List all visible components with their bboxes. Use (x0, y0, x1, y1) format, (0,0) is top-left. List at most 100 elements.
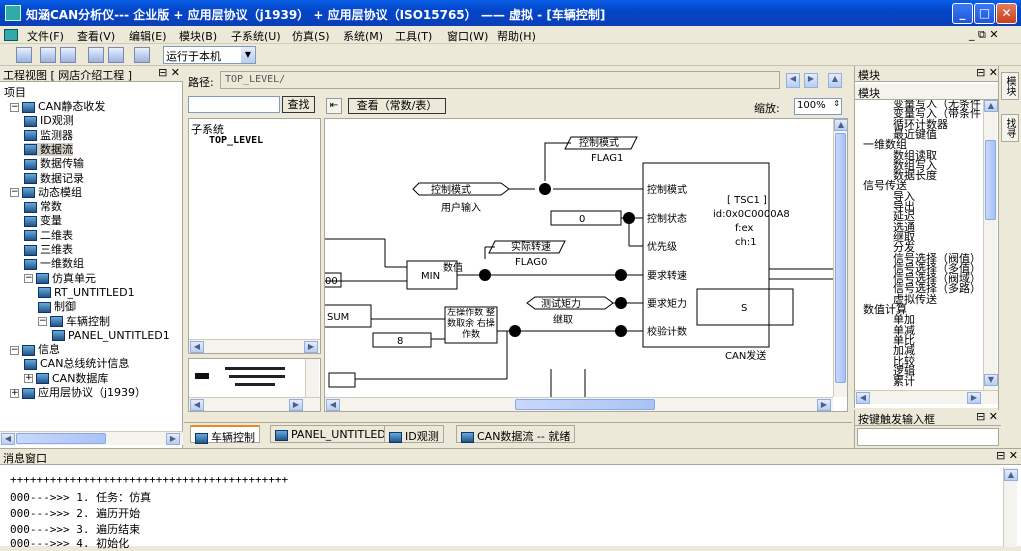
module-category[interactable]: 信号传送 (863, 179, 907, 193)
module-item[interactable]: 延迟 (893, 210, 915, 224)
expand-icon[interactable]: + (24, 373, 33, 384)
stop-icon[interactable] (108, 47, 124, 63)
menu-file[interactable]: 文件(F) (27, 30, 64, 43)
canvas-hscroll[interactable]: ◀ ▶ (325, 397, 833, 411)
scroll-up-icon[interactable]: ▲ (834, 119, 847, 131)
subsystem-hscroll[interactable]: ◀ ▶ (189, 339, 320, 353)
scroll-left-icon[interactable]: ◀ (190, 399, 204, 411)
path-field[interactable]: TOP_LEVEL/ (220, 71, 780, 89)
menu-view[interactable]: 查看(V) (77, 30, 116, 43)
tree-item[interactable]: −车辆控制 (38, 315, 110, 328)
tree-item[interactable]: 监测器 (24, 129, 73, 142)
scrollbar-thumb[interactable] (16, 433, 106, 444)
module-category[interactable]: 数值计算 (863, 303, 907, 316)
menu-simulation[interactable]: 仿真(S) (292, 30, 330, 43)
tab-panel-untitled1[interactable]: PANEL_UNTITLED1 (270, 425, 398, 443)
collapse-icon[interactable]: − (10, 344, 19, 355)
module-category[interactable]: 一维数组 (863, 138, 907, 152)
scroll-right-icon[interactable]: ▶ (289, 399, 303, 411)
monitor-icon[interactable] (134, 47, 150, 63)
expand-icon[interactable]: + (10, 387, 19, 398)
scroll-right-icon[interactable]: ▶ (817, 399, 831, 411)
module-item[interactable]: 虚拟传送 (893, 292, 937, 306)
side-tab-modules[interactable]: 模块 (1001, 72, 1019, 100)
module-item[interactable]: 信号选择（阀值） (893, 251, 981, 265)
run-target-select[interactable]: 运行于本机 ▼ (163, 46, 256, 64)
module-hscroll[interactable]: ◀ ▶ (855, 390, 1001, 404)
scroll-right-icon[interactable]: ▶ (967, 392, 981, 404)
module-item[interactable]: 加减 (893, 344, 915, 358)
save-icon[interactable] (16, 47, 32, 63)
tree-item[interactable]: −CAN静态收发 (10, 100, 105, 113)
maximize-button[interactable]: □ (974, 3, 995, 24)
module-item[interactable]: 单加 (893, 313, 915, 327)
module-item[interactable]: 数组写入 (893, 158, 937, 172)
mdi-controls[interactable]: _ ⧉ ✕ (969, 28, 999, 41)
path-forward-icon[interactable]: ▶ (804, 73, 818, 88)
scrollbar-thumb[interactable] (835, 133, 846, 383)
panel-pin-close[interactable]: ⊟ ✕ (976, 66, 998, 79)
tree-item[interactable]: CAN总线统计信息 (24, 357, 129, 370)
scroll-left-icon[interactable]: ◀ (856, 392, 870, 404)
minimize-button[interactable]: _ (952, 3, 973, 24)
module-item[interactable]: 导出 (893, 200, 915, 213)
module-item[interactable]: 变量写入（无条件 (893, 100, 981, 110)
subsystem-item[interactable]: TOP_LEVEL (209, 135, 264, 146)
tree-item[interactable]: 二维表 (24, 229, 73, 242)
tree-item[interactable]: −动态模组 (10, 186, 82, 199)
module-item[interactable]: 导入 (893, 189, 915, 203)
module-item[interactable]: 分发 (893, 241, 915, 255)
tree-item[interactable]: PANEL_UNTITLED1 (52, 329, 170, 342)
collapse-icon[interactable]: − (38, 316, 47, 326)
menu-window[interactable]: 窗口(W) (447, 30, 489, 43)
tree-item[interactable]: 三维表 (24, 243, 73, 256)
side-tab-search[interactable]: 找寻 (1001, 114, 1019, 142)
tree-item[interactable]: 数据传输 (24, 157, 84, 170)
menu-help[interactable]: 帮助(H) (497, 30, 536, 43)
module-item[interactable]: 逻辑 (893, 364, 915, 378)
canvas-vscroll[interactable]: ▲ (833, 119, 847, 397)
overview-vscroll[interactable] (305, 359, 319, 397)
menu-edit[interactable]: 编辑(E) (129, 30, 167, 43)
path-back-icon[interactable]: ◀ (786, 73, 800, 88)
tree-item[interactable]: 数据记录 (24, 172, 84, 185)
collapse-icon[interactable]: − (10, 101, 19, 112)
pointer-icon[interactable]: ⇤ (326, 98, 342, 114)
module-item[interactable]: 累计 (893, 375, 915, 389)
menu-subsystem[interactable]: 子系统(U) (231, 30, 281, 43)
scroll-down-icon[interactable]: ▼ (984, 374, 998, 386)
tab-can-stream[interactable]: CAN数据流 -- 就绪 (456, 425, 576, 443)
tree-item[interactable]: −信息 (10, 343, 60, 356)
scroll-right-icon[interactable]: ▶ (304, 341, 318, 353)
panel-pin-close[interactable]: ⊟ ✕ (976, 410, 998, 423)
tree-item[interactable]: 制御 (38, 300, 76, 313)
scroll-right-icon[interactable]: ▶ (166, 433, 180, 445)
scroll-left-icon[interactable]: ◀ (326, 399, 340, 411)
module-item[interactable]: 信号选择（多路） (893, 282, 981, 296)
tree-item[interactable]: 数据流 (24, 142, 73, 156)
chevron-down-icon[interactable]: ▼ (241, 47, 255, 63)
zoom-select[interactable]: 100% ⇕ (794, 98, 842, 115)
menu-block[interactable]: 模块(B) (179, 30, 218, 43)
path-up-icon[interactable]: ▲ (828, 73, 842, 88)
tree-item[interactable]: RT_UNTITLED1 (38, 286, 135, 299)
module-item[interactable]: 最近键值 (893, 127, 937, 141)
stepper-icon[interactable]: ⇕ (833, 99, 840, 108)
tree-item[interactable]: 常数 (24, 200, 62, 213)
menu-system[interactable]: 系统(M) (343, 30, 384, 43)
panel-pin-close[interactable]: ⊟ ✕ (158, 66, 180, 79)
diagram-canvas[interactable]: 控制模式 FLAG1 控制模式 用户输入 0 实际转速 FLAG0 MIN 数值… (324, 118, 848, 412)
overview-thumbnail[interactable]: ◀ ▶ (188, 358, 321, 412)
search-input[interactable] (188, 96, 280, 113)
scroll-left-icon[interactable]: ◀ (1, 433, 15, 445)
module-vscroll[interactable]: ▲ ▼ (983, 100, 998, 390)
module-item[interactable]: 比较 (893, 354, 915, 368)
module-item[interactable]: 信号选择（多值） (893, 261, 981, 275)
menu-tools[interactable]: 工具(T) (395, 30, 433, 43)
run-icon[interactable] (88, 47, 104, 63)
tree-item[interactable]: +应用层协议（j1939） (10, 386, 146, 399)
overview-hscroll[interactable]: ◀ ▶ (189, 397, 320, 411)
tab-id-observe[interactable]: ID观测 (384, 425, 444, 443)
module-item[interactable]: 信号选择（阀域） (893, 272, 981, 286)
tree-item[interactable]: −仿真单元 (24, 272, 96, 285)
